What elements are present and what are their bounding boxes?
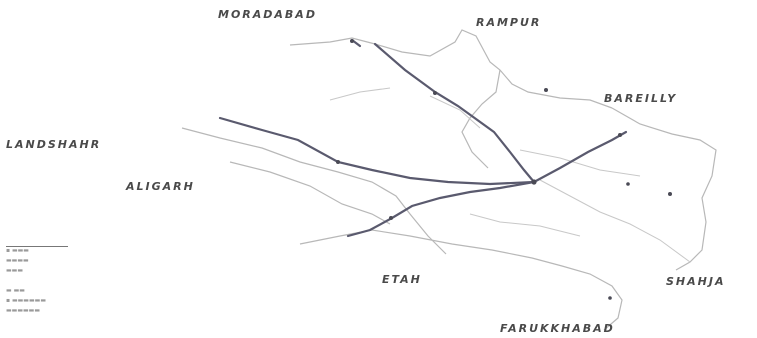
route-bulandshahr-budaun [218, 116, 536, 186]
minor-route-2 [429, 95, 481, 129]
main-routes [218, 38, 628, 238]
label-bareilly: BAREILLY [604, 92, 678, 105]
label-bulandshahr: LANDSHAHR [6, 138, 102, 151]
boundary-north [289, 29, 613, 109]
label-rampur: RAMPUR [476, 16, 542, 29]
legend-row: ▬▬▬ [6, 267, 24, 274]
label-moradabad: MORADABAD [218, 8, 317, 21]
minor-route-3 [519, 149, 641, 177]
district-boundaries [181, 29, 717, 331]
minor-route-4 [469, 213, 581, 237]
legend-row: ▪ ▬▬▬▬▬▬ [6, 297, 46, 304]
route-budaun-etah [346, 180, 536, 238]
town-dot-east [626, 182, 630, 186]
boundary-west [181, 127, 447, 255]
town-dot-budaun [531, 179, 537, 185]
boundary-inner [461, 69, 501, 169]
town-dot-dataganj [668, 192, 672, 196]
label-etah: ETAH [382, 273, 422, 286]
label-shahjahanpur: SHAHJA [666, 275, 726, 288]
town-dot-ujhani [389, 216, 393, 220]
legend-row: ▬ ▬▬ [6, 287, 25, 294]
label-farukkhabad: FARUKKHABAD [500, 322, 615, 335]
route-budaun-bareilly [532, 130, 628, 184]
town-dot-bisauli [433, 91, 437, 95]
town-dot-bareilly-road [618, 133, 622, 137]
route-moradabad-budaun [373, 42, 536, 184]
minor-route-5 [329, 87, 391, 101]
boundary-aligarh [229, 161, 391, 225]
town-dot-rampur-side [544, 88, 548, 92]
legend-row: ▬▬▬▬▬▬ [6, 307, 41, 314]
boundary-east [611, 107, 717, 271]
town-dot-south [608, 296, 612, 300]
boundary-south [299, 229, 623, 331]
town-dot-sahaswan [336, 160, 340, 164]
label-aligarh: ALIGARH [126, 180, 195, 193]
town-markers [336, 39, 672, 300]
legend-row [6, 276, 126, 286]
legend-row: ▬▬▬▬ [6, 257, 29, 264]
map-legend: ▪ ▬▬▬ ▬▬▬▬ ▬▬▬ ▬ ▬▬ ▪ ▬▬▬▬▬▬ ▬▬▬▬▬▬ [6, 236, 126, 316]
legend-title-rule [6, 236, 68, 247]
legend-row: ▪ ▬▬▬ [6, 247, 29, 254]
town-dot-north [350, 39, 354, 43]
minor-routes [329, 87, 691, 263]
minor-route-1 [539, 179, 691, 263]
